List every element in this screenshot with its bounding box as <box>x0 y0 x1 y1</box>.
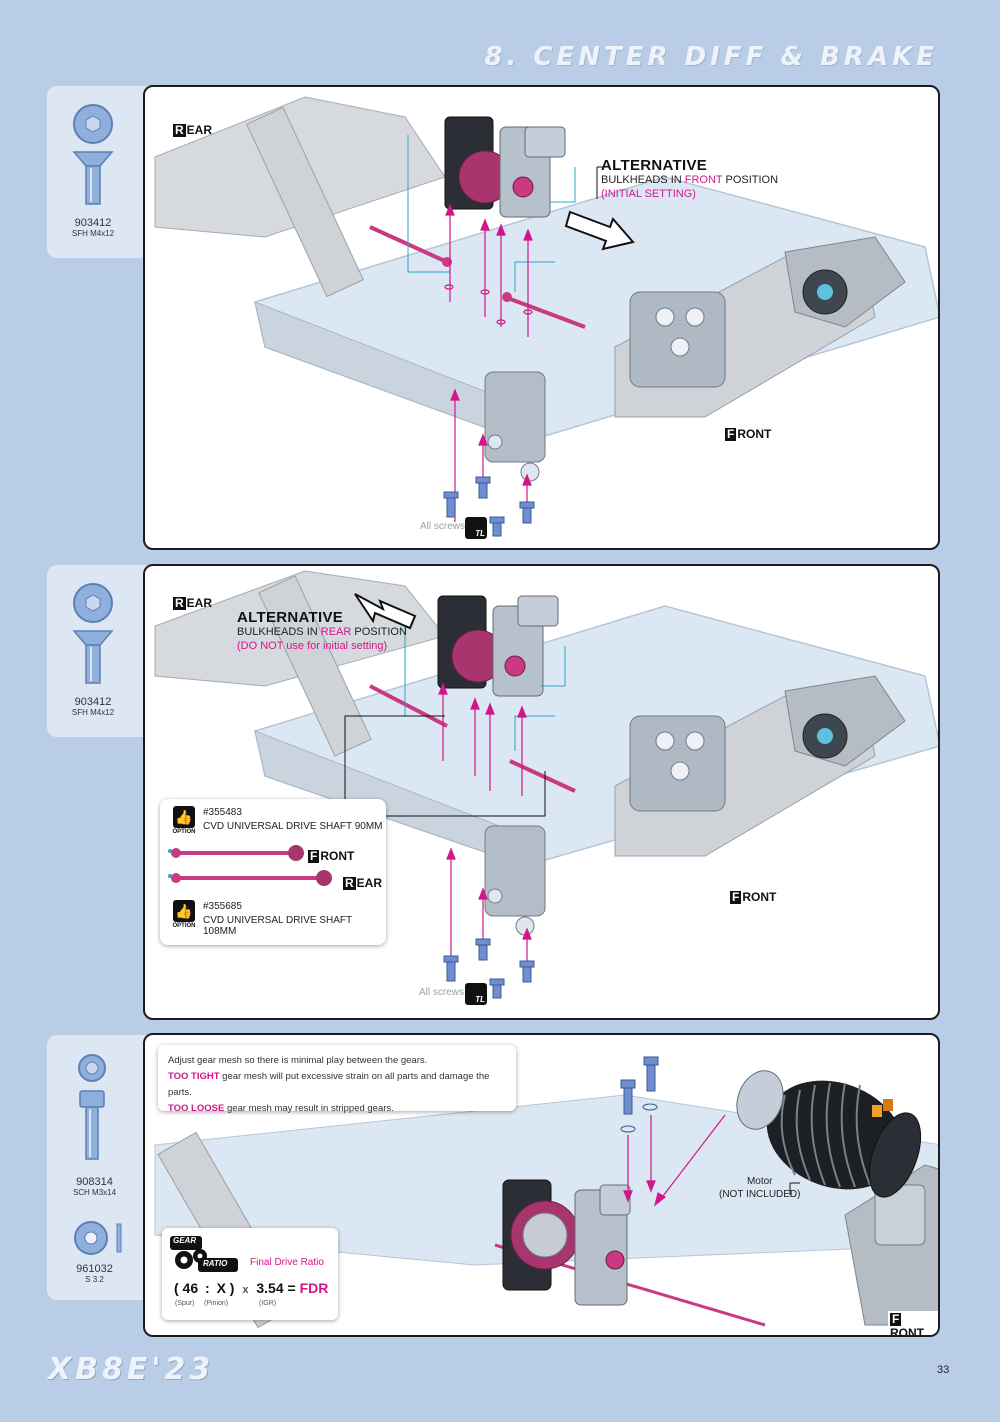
chassis-illustration <box>154 570 938 999</box>
direction-arrow-icon <box>354 593 417 630</box>
washer-top-icon <box>72 104 114 205</box>
ratio-title: Final Drive Ratio <box>250 1257 324 1268</box>
part-desc: SCH M3x14 <box>72 1188 117 1197</box>
step3-panel: Adjust gear mesh so there is minimal pla… <box>143 1033 940 1337</box>
gear-badge-top: GEAR <box>173 1236 197 1245</box>
alternative-callout: ALTERNATIVE BULKHEADS IN FRONT POSITION … <box>601 157 779 200</box>
part-desc: S 3.2 <box>85 1275 104 1284</box>
tool-icon: TL <box>465 517 487 539</box>
gear-badge-bottom: RATIO <box>203 1259 228 1268</box>
ratio-formula: ( 46 : X ) x 3.54 = FDR <box>174 1280 329 1296</box>
page-number: 33 <box>937 1364 950 1376</box>
washer-icon <box>74 1221 122 1255</box>
direction-arrow-icon <box>564 210 635 251</box>
option-desc: CVD UNIVERSAL DRIVE SHAFT 108MM <box>203 915 352 937</box>
motor-label: Motor (NOT INCLUDED) <box>719 1176 801 1200</box>
part-code: 903412 <box>74 217 112 229</box>
flat-head-screw-icon <box>72 151 114 205</box>
thumbs-up-icon: 👍 OPTION <box>171 900 197 929</box>
option-code: #355483 <box>203 807 242 818</box>
gear-mesh-note: Adjust gear mesh so there is minimal pla… <box>158 1045 516 1114</box>
thumbs-up-icon: 👍 OPTION <box>171 806 197 835</box>
washer-top-icon <box>78 1054 106 1160</box>
cap-head-screw-icon <box>79 1090 105 1160</box>
brand-logo: XB8E'23 <box>48 1352 215 1387</box>
front-label: FRONT <box>888 1311 938 1335</box>
ratio-sub-spur: (Spur) <box>175 1300 195 1307</box>
option-parts-box: 👍 OPTION #355483 CVD UNIVERSAL DRIVE SHA… <box>160 799 386 945</box>
all-screws-label: All screws <box>419 987 465 998</box>
parts-tab-step1: 903412 SFH M4x12 <box>47 86 157 258</box>
screw-icon <box>620 1056 659 1115</box>
parts-tab-step2: 903412 SFH M4x12 <box>47 565 157 737</box>
flat-head-screw-icon <box>72 630 114 684</box>
part-code: 961032 <box>76 1263 113 1275</box>
page-title: 8. CENTER DIFF & BRAKE <box>484 42 938 72</box>
parts-tab-step3: 908314 SCH M3x14 961032 S 3.2 <box>47 1035 157 1300</box>
gear-ratio-box: GEAR RATIO Final Drive Ratio ( 46 : X ) … <box>162 1228 338 1320</box>
screw-icon <box>443 938 535 999</box>
ratio-sub-pinion: (Pinion) <box>204 1300 229 1307</box>
tool-icon: TL <box>465 983 487 1005</box>
all-screws-label: All screws <box>420 521 466 532</box>
part-desc: SFH M4x12 <box>71 229 115 238</box>
part-desc: SFH M4x12 <box>71 708 115 717</box>
gear-icon <box>170 1236 238 1272</box>
ratio-sub-igr: (IGR) <box>259 1300 277 1307</box>
part-code: 903412 <box>74 696 112 708</box>
chassis-illustration <box>154 96 938 537</box>
washer-top-icon <box>72 583 114 684</box>
alternative-callout: ALTERNATIVE BULKHEADS IN REAR POSITION (… <box>237 609 407 652</box>
screw-icon <box>443 476 535 537</box>
option-desc: CVD UNIVERSAL DRIVE SHAFT 90MM <box>203 821 383 832</box>
drive-shaft-icon <box>168 845 332 886</box>
motor-icon <box>736 1070 922 1198</box>
option-code: #355685 <box>203 901 242 912</box>
part-code: 908314 <box>76 1176 113 1188</box>
motor-mount-illustration <box>154 1056 938 1329</box>
